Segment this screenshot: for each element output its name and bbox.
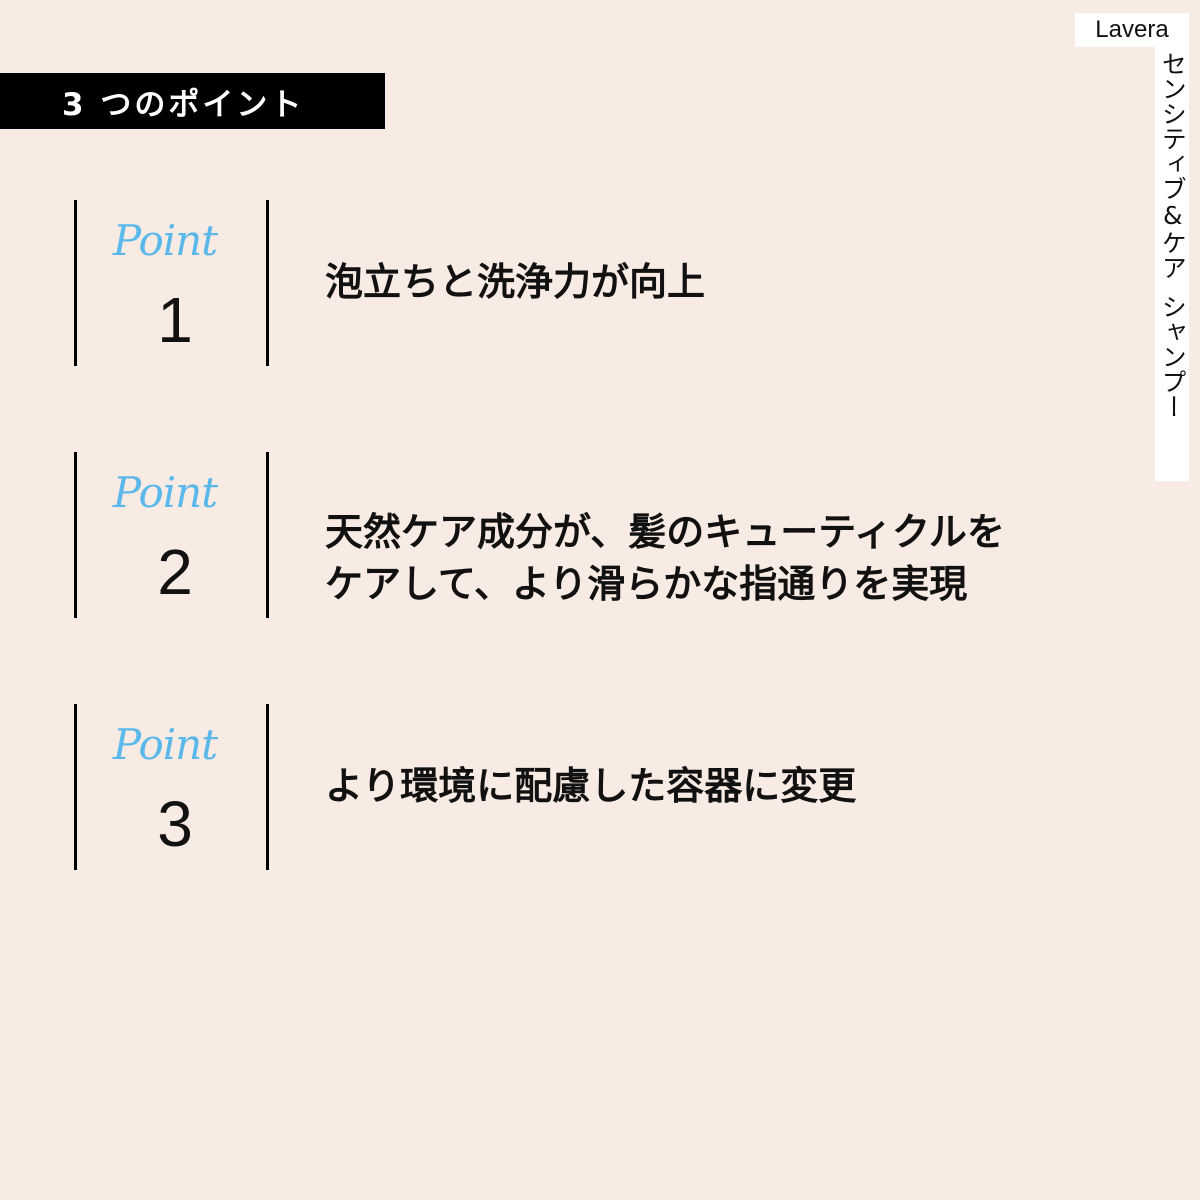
brand-label: Lavera: [1075, 13, 1189, 47]
divider-right: [266, 704, 269, 870]
product-name-char: ィ: [1158, 151, 1188, 176]
point-description-line: より環境に配慮した容器に変更: [325, 764, 857, 808]
product-name-vertical: セ ン シ テ ィ ブ & ケ ア シ ャ ン プ ー: [1155, 47, 1189, 481]
brand-name: Lavera: [1095, 16, 1169, 43]
divider-left: [74, 452, 77, 618]
point-label: Point: [112, 216, 218, 265]
divider-left: [74, 704, 77, 870]
product-name-char: シ: [1158, 101, 1188, 126]
point-item-2: Point 2 天然ケア成分が、髪のキューティクルを ケアして、より滑らかな指通…: [0, 452, 1200, 618]
divider-left: [74, 200, 77, 366]
point-description: 天然ケア成分が、髪のキューティクルを ケアして、より滑らかな指通りを実現: [325, 506, 1005, 610]
point-label: Point: [112, 468, 218, 517]
product-name-char: ャ: [1158, 319, 1188, 344]
section-title-banner: 3 つのポイント: [0, 73, 385, 129]
point-description-line: 天然ケア成分が、髪のキューティクルを: [325, 510, 1005, 554]
divider-right: [266, 200, 269, 366]
point-item-3: Point 3 より環境に配慮した容器に変更: [0, 704, 1200, 870]
product-name-char: シ: [1158, 294, 1188, 319]
product-name-char: セ: [1158, 51, 1188, 76]
point-label: Point: [112, 720, 218, 769]
product-name-char: &: [1158, 201, 1188, 230]
product-name-char: ン: [1158, 76, 1188, 101]
point-description: 泡立ちと洗浄力が向上: [325, 256, 705, 308]
product-name-char: ブ: [1158, 176, 1188, 201]
product-name-char: ア: [1158, 255, 1188, 280]
product-name-char: ー: [1158, 394, 1188, 419]
product-name-char: プ: [1158, 369, 1188, 394]
point-number: 2: [157, 536, 193, 608]
section-title: 3 つのポイント: [62, 86, 305, 123]
product-name-char: ケ: [1158, 230, 1188, 255]
product-name-char: ン: [1158, 344, 1188, 369]
point-description-line: 泡立ちと洗浄力が向上: [325, 260, 706, 304]
point-number: 3: [157, 788, 193, 860]
divider-right: [266, 452, 269, 618]
product-name-char: テ: [1158, 126, 1188, 151]
point-item-1: Point 1 泡立ちと洗浄力が向上: [0, 200, 1200, 366]
point-number: 1: [157, 284, 193, 356]
point-description-line: ケアして、より滑らかな指通りを実現: [325, 562, 968, 606]
point-description: より環境に配慮した容器に変更: [325, 760, 856, 812]
